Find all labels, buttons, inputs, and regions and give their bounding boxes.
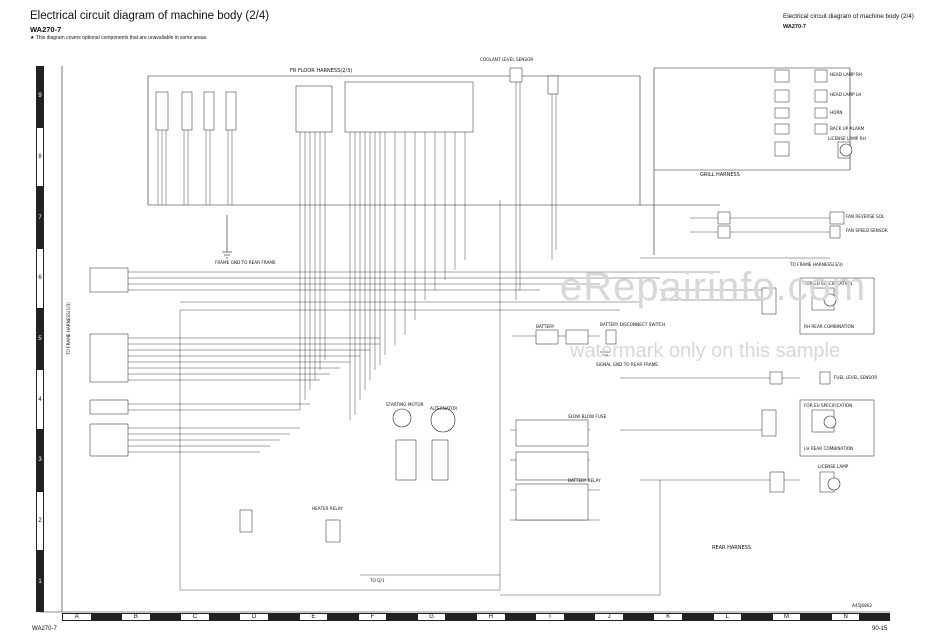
license-lamp-rh-label: LICENSE LAMP RH (828, 136, 866, 141)
left-connectors (89, 267, 617, 543)
rear-harness-label: REAR HARNESS (712, 545, 752, 551)
col-ref-shade (623, 613, 654, 621)
slow-blow-fuse-label: SLOW BLOW FUSE (568, 414, 607, 419)
col-ref-A: A (62, 613, 92, 621)
col-ref-shade (505, 613, 536, 621)
row-ref-4: 4 (36, 369, 44, 430)
diagram-number: A45J6862 (852, 603, 873, 608)
col-ref-shade (683, 613, 713, 621)
for-eu-spec-rh-label: FOR EU SPECIFICATION (804, 281, 853, 286)
to-frame-harness-3-label: TO FRAME HARNESS(3/3) (790, 262, 843, 267)
col-ref-shade (742, 613, 772, 621)
fuel-level-sensor-label: FUEL LEVEL SENSOR (834, 375, 878, 380)
col-ref-E: E (298, 613, 329, 621)
col-ref-shade (269, 613, 299, 621)
col-ref-shade (860, 613, 890, 621)
col-ref-H: H (476, 613, 506, 621)
head-lamp-lh-label: HEAD LAMP LH (830, 92, 862, 97)
coolant-level-label: COOLANT LEVEL SENSOR (480, 57, 534, 62)
right-connectors (717, 69, 875, 493)
col-ref-L: L (712, 613, 743, 621)
battery-label: BATTERY (536, 324, 555, 329)
row-ref-6: 6 (36, 248, 44, 309)
fan-speed-sensor-label: FAN SPEED SENSOR (846, 228, 888, 233)
row-ref-9: 9 (36, 66, 44, 127)
grill-harness-label: GRILL HARNESS (700, 172, 740, 178)
watermark-logo-text: eRepairinfo.com (560, 265, 867, 309)
starting-motor-symbol (392, 408, 412, 428)
fan-reverse-sol-label: FAN REVERSE SOL (846, 214, 885, 219)
back-up-alarm-label: BACK UP ALARM (830, 126, 865, 131)
to-q1-label: TO Q/1 (370, 578, 385, 583)
row-ref-2: 2 (36, 490, 44, 552)
col-ref-D: D (239, 613, 269, 621)
rh-rear-combination-label: RH REAR COMBINATION (804, 324, 854, 329)
col-ref-shade (328, 613, 358, 621)
lh-rear-combination-label: LH REAR COMBINATION (804, 446, 854, 451)
row-ref-8: 8 (36, 126, 44, 188)
row-ref-3: 3 (36, 430, 44, 491)
row-ref-1: 1 (36, 551, 44, 612)
col-ref-shade (564, 613, 595, 621)
col-ref-I: I (535, 613, 565, 621)
model-label: WA270-7 (30, 25, 62, 34)
license-lamp-label: LICENSE LAMP (818, 464, 849, 469)
signal-gnd-label: SIGNAL GND TO REAR FRAME (596, 362, 658, 367)
right-page-title: Electrical circuit diagram of machine bo… (783, 13, 914, 20)
col-ref-M: M (771, 613, 802, 621)
col-ref-J: J (594, 613, 624, 621)
col-ref-K: K (653, 613, 683, 621)
for-eu-spec-lh-label: FOR EU SPECIFICATION (804, 403, 853, 408)
head-lamp-rh-label: HEAD LAMP RH (830, 72, 863, 77)
col-ref-shade (209, 613, 240, 621)
alternator-label: ALTERNATOR (430, 406, 458, 411)
col-ref-N: N (830, 613, 861, 621)
footer-model: WA270-7 (32, 626, 57, 632)
page-number: 90-15 (872, 626, 888, 632)
col-ref-shade (446, 613, 476, 621)
col-ref-C: C (180, 613, 210, 621)
watermark-notice: watermark only on this sample (570, 340, 841, 362)
row-ref-5: 5 (36, 308, 44, 370)
fuse-connectors-top (155, 67, 559, 133)
frame-gnd-label: FRAME GND TO REAR FRAME (215, 260, 276, 265)
row-ref-7: 7 (36, 187, 44, 248)
page-title: Electrical circuit diagram of machine bo… (30, 10, 270, 22)
to-frame-harness-label: TO FRAME HARNESS(1/3) (66, 302, 71, 355)
column-grid: A B C D E F G H I J K L M N (62, 613, 890, 621)
battery-relay-label: BATTERY RELAY (568, 478, 601, 483)
battery-disconnect-label: BATTERY DISCONNECT SWITCH (600, 322, 666, 327)
col-ref-shade (150, 613, 181, 621)
alternator-symbol (430, 407, 456, 433)
fr-floor-harness-label: FR FLOOR HARNESS(2/3) (290, 68, 353, 74)
col-ref-shade (387, 613, 417, 621)
right-model-label: WA270-7 (783, 24, 806, 30)
col-ref-F: F (357, 613, 388, 621)
col-ref-B: B (121, 613, 151, 621)
col-ref-shade (801, 613, 831, 621)
heater-relay-label: HEATER RELAY (312, 506, 343, 511)
starting-motor-label: STARTING MOTOR (386, 402, 424, 407)
col-ref-shade (91, 613, 122, 621)
col-ref-G: G (416, 613, 447, 621)
horn-label: HORN (830, 110, 843, 115)
note-text: ★ This diagram covers optional component… (30, 35, 208, 41)
